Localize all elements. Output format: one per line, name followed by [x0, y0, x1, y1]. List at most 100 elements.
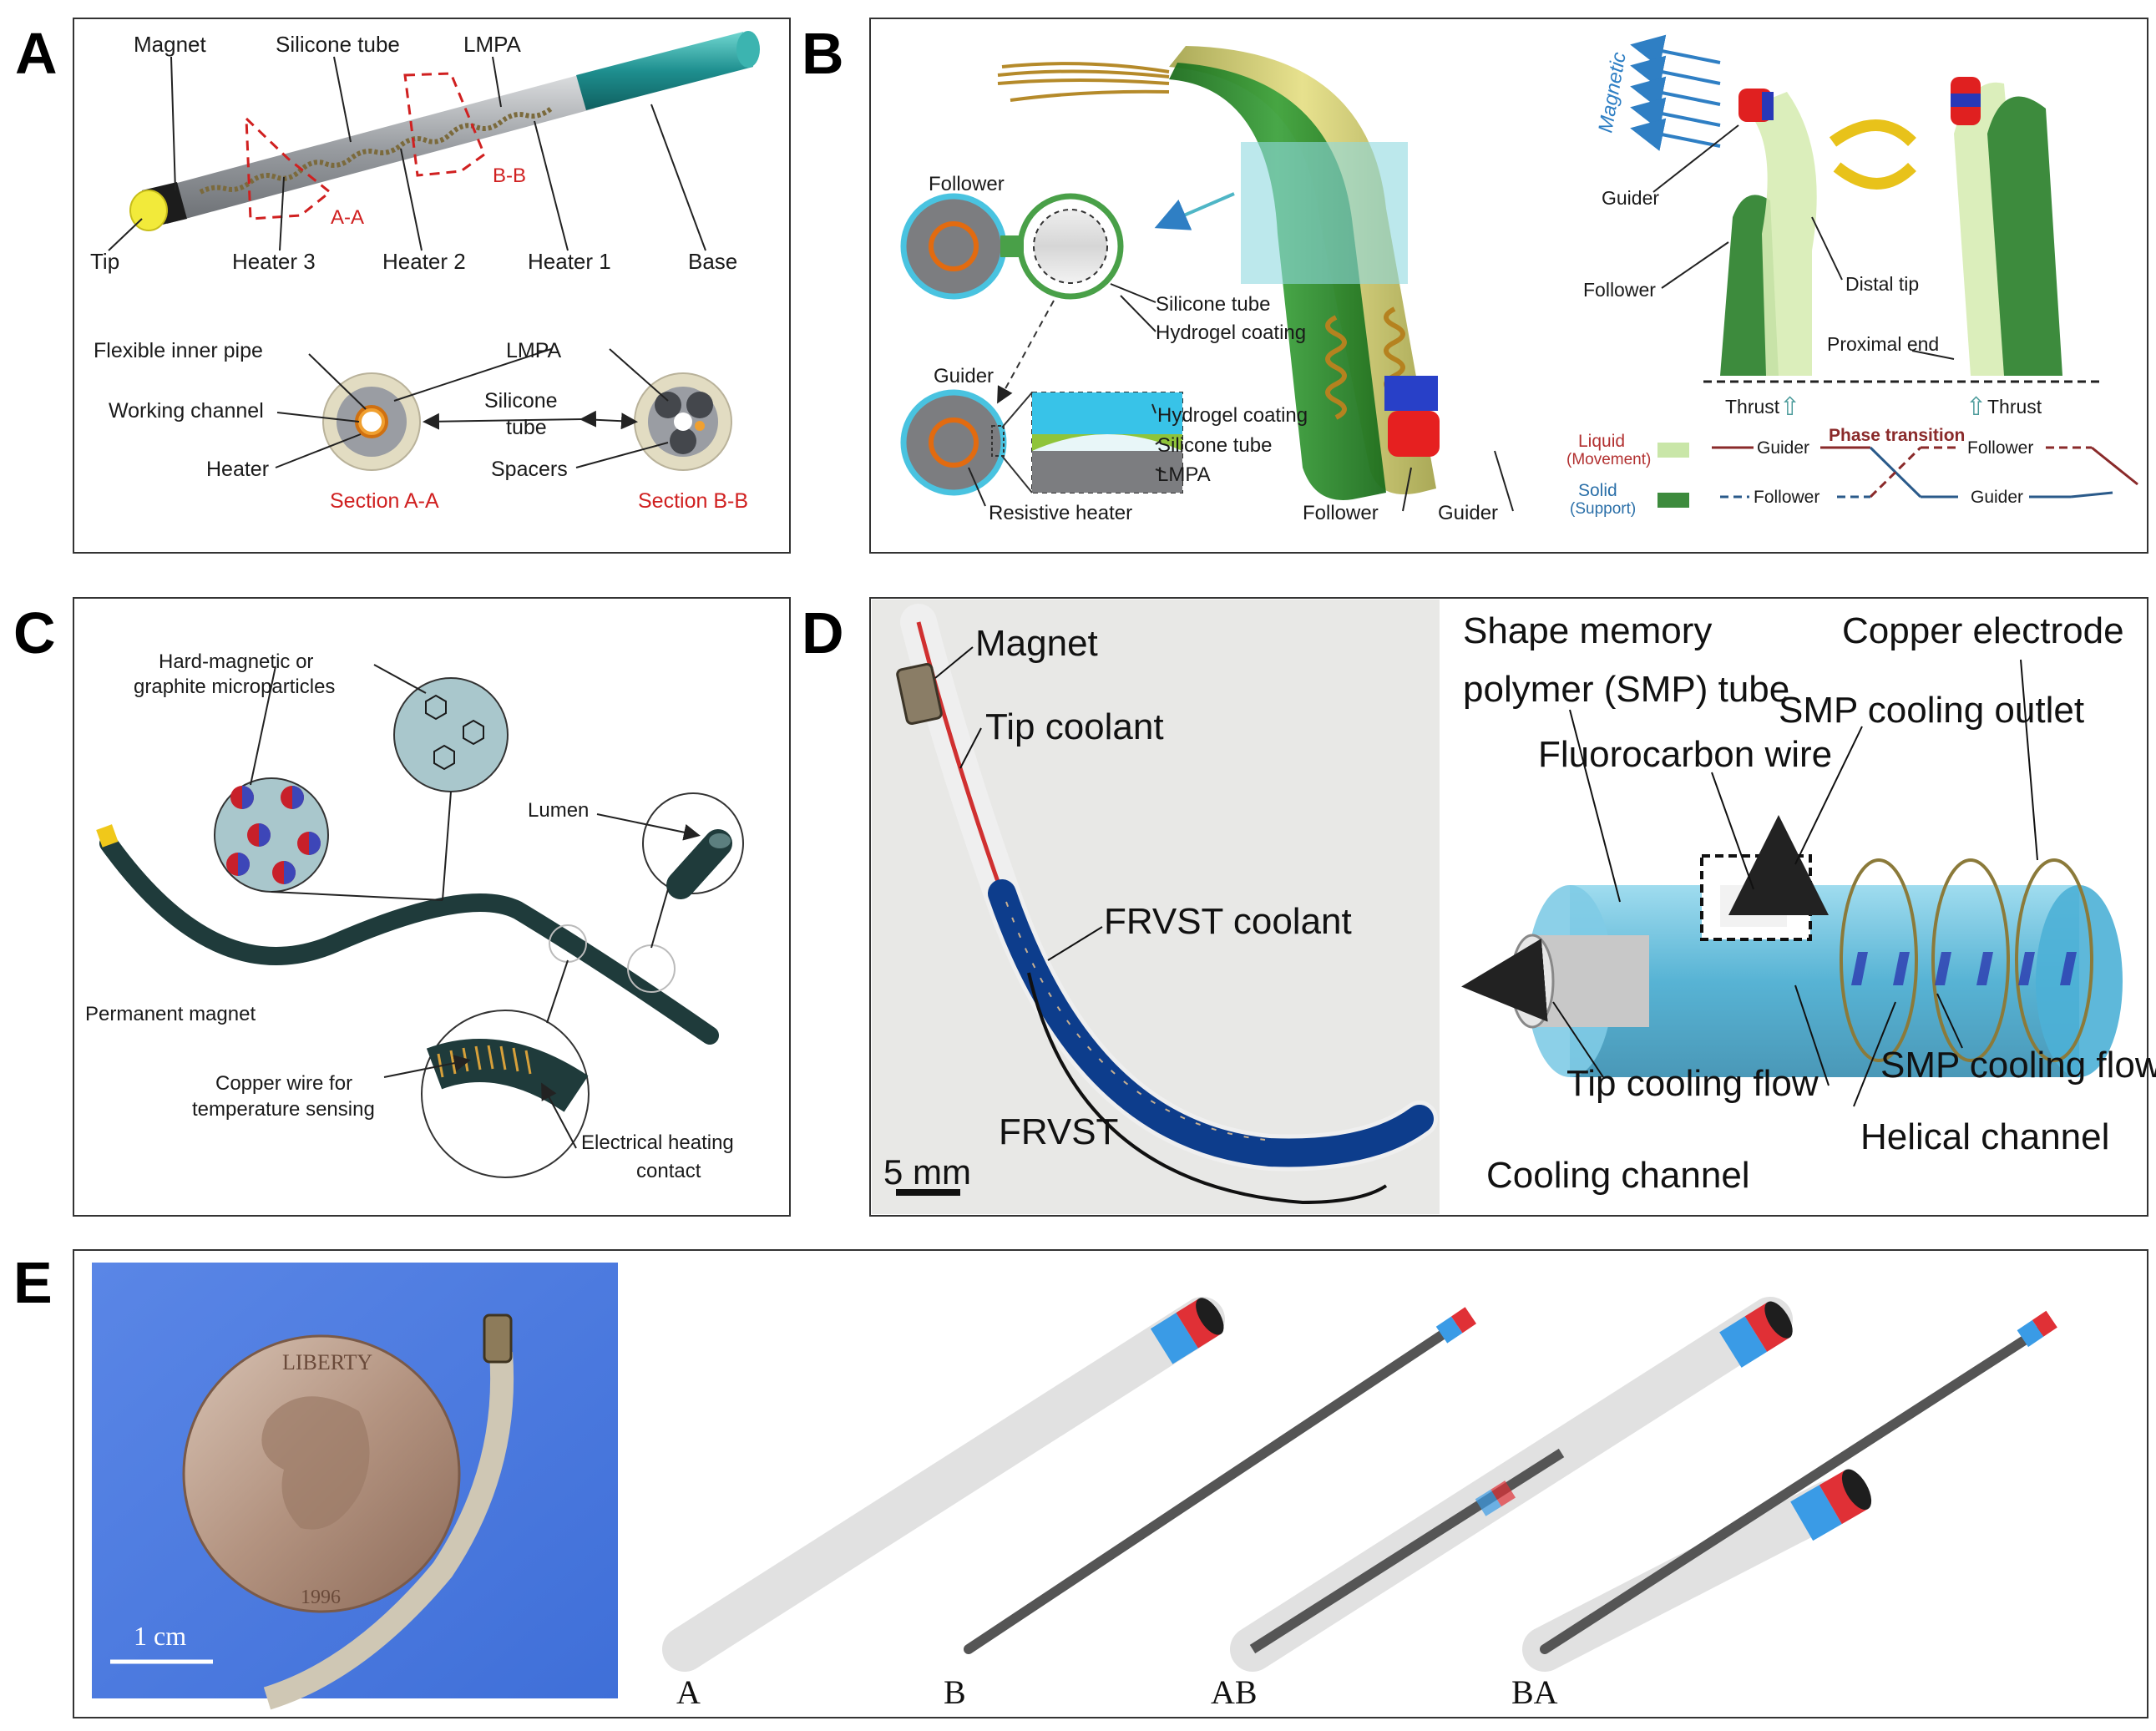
tip-coolant-line	[916, 621, 1005, 894]
section-aa-diagram	[322, 372, 421, 471]
panel-b-letter: B	[802, 21, 844, 86]
label-bb: B-B	[493, 164, 526, 187]
label-d-frvst: FRVST	[999, 1111, 1118, 1152]
config-ba-tube	[1522, 1480, 1851, 1672]
label-liquid: Liquid	[1578, 432, 1625, 451]
label-b-hydrogel-coating-2: Hydrogel coating	[1157, 404, 1308, 427]
config-ab-outer-magnet	[1719, 1301, 1793, 1368]
permanent-magnet-tip	[96, 824, 119, 848]
timeline-follower-2: Follower	[1754, 488, 1819, 507]
section-plane-bb	[403, 72, 486, 177]
section-bb-diagram	[634, 372, 732, 471]
label-magnet: Magnet	[134, 32, 206, 57]
label-e-scale: 1 cm	[134, 1621, 186, 1651]
b-follower-section	[900, 193, 1124, 300]
lumen-opening	[709, 833, 731, 848]
config-a-magnet	[1150, 1298, 1224, 1364]
zoom-arrow	[1154, 192, 1235, 230]
tip-flow-arrow	[1461, 939, 1548, 1022]
label-e-a: A	[676, 1673, 701, 1711]
label-b-distal-tip: Distal tip	[1845, 273, 1919, 295]
panel-b: B	[802, 18, 2148, 554]
label-heater: Heater	[206, 458, 269, 481]
panel-d-schematic-leaders	[1552, 659, 2038, 1107]
label-b-guider: Guider	[934, 365, 994, 387]
section-leaders	[275, 348, 669, 468]
label-c-permanent-magnet: Permanent magnet	[85, 1003, 256, 1025]
panel-a-leaders	[108, 56, 706, 251]
label-e-b: B	[944, 1673, 966, 1711]
label-d-cooling-channel: Cooling channel	[1486, 1155, 1750, 1196]
magnetic-field-arrows	[1630, 34, 1721, 151]
label-d-smp-cooling-outlet: SMP cooling outlet	[1779, 690, 2084, 731]
heater-coils	[199, 106, 553, 195]
swap-arrow-top	[1829, 119, 1916, 147]
label-b-guider-right: Guider	[1602, 187, 1659, 209]
smp-tube-far-end	[2036, 885, 2123, 1077]
label-e-ab: AB	[1211, 1673, 1258, 1711]
label-b-thrust-right: Thrust	[1987, 396, 2042, 418]
thrust-arrow-left: ⇧	[1779, 393, 1800, 421]
panel-a: A Magnet Silicone tube LMPA B-B A-A	[15, 18, 791, 554]
coin-year: 1996	[301, 1587, 341, 1608]
config-b-wire	[964, 1323, 1458, 1654]
label-b-follower-right: Follower	[1583, 279, 1656, 301]
config-b-magnet	[1435, 1307, 1477, 1344]
guider-magnet-blue-right	[1951, 94, 1981, 107]
timeline-follower-1: Follower	[1967, 438, 2033, 458]
config-ab-wire	[1249, 1448, 1565, 1654]
panel-d: D Magnet Tip coolant FRVST coolant FRVST…	[802, 597, 2156, 1217]
label-b-lmpa: LMPA	[1157, 463, 1211, 486]
label-support: (Support)	[1570, 500, 1636, 518]
config-ba-wire	[1540, 1327, 2042, 1654]
label-d-scale: 5 mm	[883, 1152, 971, 1192]
panel-c-letter: C	[13, 600, 56, 666]
panel-a-frame	[73, 18, 791, 554]
panel-e: E LIBERTY 1996 1 cm	[13, 1249, 2148, 1718]
guider-blue-magnet	[1384, 376, 1438, 411]
panel-a-letter: A	[15, 21, 58, 86]
label-heater1: Heater 1	[528, 249, 611, 274]
follower-body-right	[1987, 96, 2062, 377]
label-b-silicone-tube-2: Silicone tube	[1157, 434, 1272, 457]
config-ab-inner-magnet	[1475, 1480, 1516, 1516]
guider-magnet-blue-left	[1762, 92, 1774, 120]
solid-swatch	[1657, 493, 1689, 508]
b-guider-section	[900, 389, 1183, 496]
panel-c: C	[13, 597, 791, 1217]
thrust-arrow-right: ⇧	[1966, 393, 1986, 421]
label-section-bb: Section B-B	[638, 489, 748, 513]
label-d-frvst-coolant: FRVST coolant	[1104, 901, 1352, 942]
panel-a-catheter	[129, 31, 760, 231]
swap-arrow-bottom	[1833, 162, 1916, 190]
timeline-guider-2: Guider	[1971, 488, 2023, 507]
label-d-tip-coolant: Tip coolant	[985, 706, 1164, 747]
label-c-microparticles-2: graphite microparticles	[134, 676, 335, 698]
lumen-inset	[642, 792, 744, 894]
label-b-hydrogel-coating: Hydrogel coating	[1156, 321, 1306, 344]
label-silicone: Silicone	[484, 389, 558, 413]
base-end-cap	[736, 31, 760, 68]
panel-d-letter: D	[802, 600, 844, 666]
label-d-tip-cooling-flow: Tip cooling flow	[1566, 1063, 1819, 1104]
label-section-aa: Section A-A	[330, 489, 439, 513]
guider-red-magnet	[1388, 411, 1440, 457]
panel-c-leaders	[250, 664, 701, 1149]
label-b-proximal-end: Proximal end	[1827, 333, 1939, 355]
label-spacers: Spacers	[491, 458, 568, 481]
panel-b-leaders	[968, 283, 1514, 512]
section-link	[997, 300, 1055, 404]
label-heater3: Heater 3	[232, 249, 316, 274]
photo-catheter-e	[263, 1352, 514, 1710]
label-d-smp-tube-2: polymer (SMP) tube	[1463, 669, 1789, 710]
label-b-follower-bottom: Follower	[1303, 502, 1379, 524]
zoom-region	[1241, 142, 1408, 284]
label-c-heating-contact-1: Electrical heating	[581, 1131, 734, 1154]
label-working-channel: Working channel	[109, 399, 264, 423]
label-solid: Solid	[1578, 481, 1617, 500]
label-c-lumen: Lumen	[528, 799, 589, 822]
photo-catheter-magnet	[483, 1313, 513, 1364]
liquid-swatch	[1657, 443, 1689, 458]
copper-electrode-coil	[1840, 858, 2093, 1062]
label-b-guider-bottom: Guider	[1438, 502, 1498, 524]
